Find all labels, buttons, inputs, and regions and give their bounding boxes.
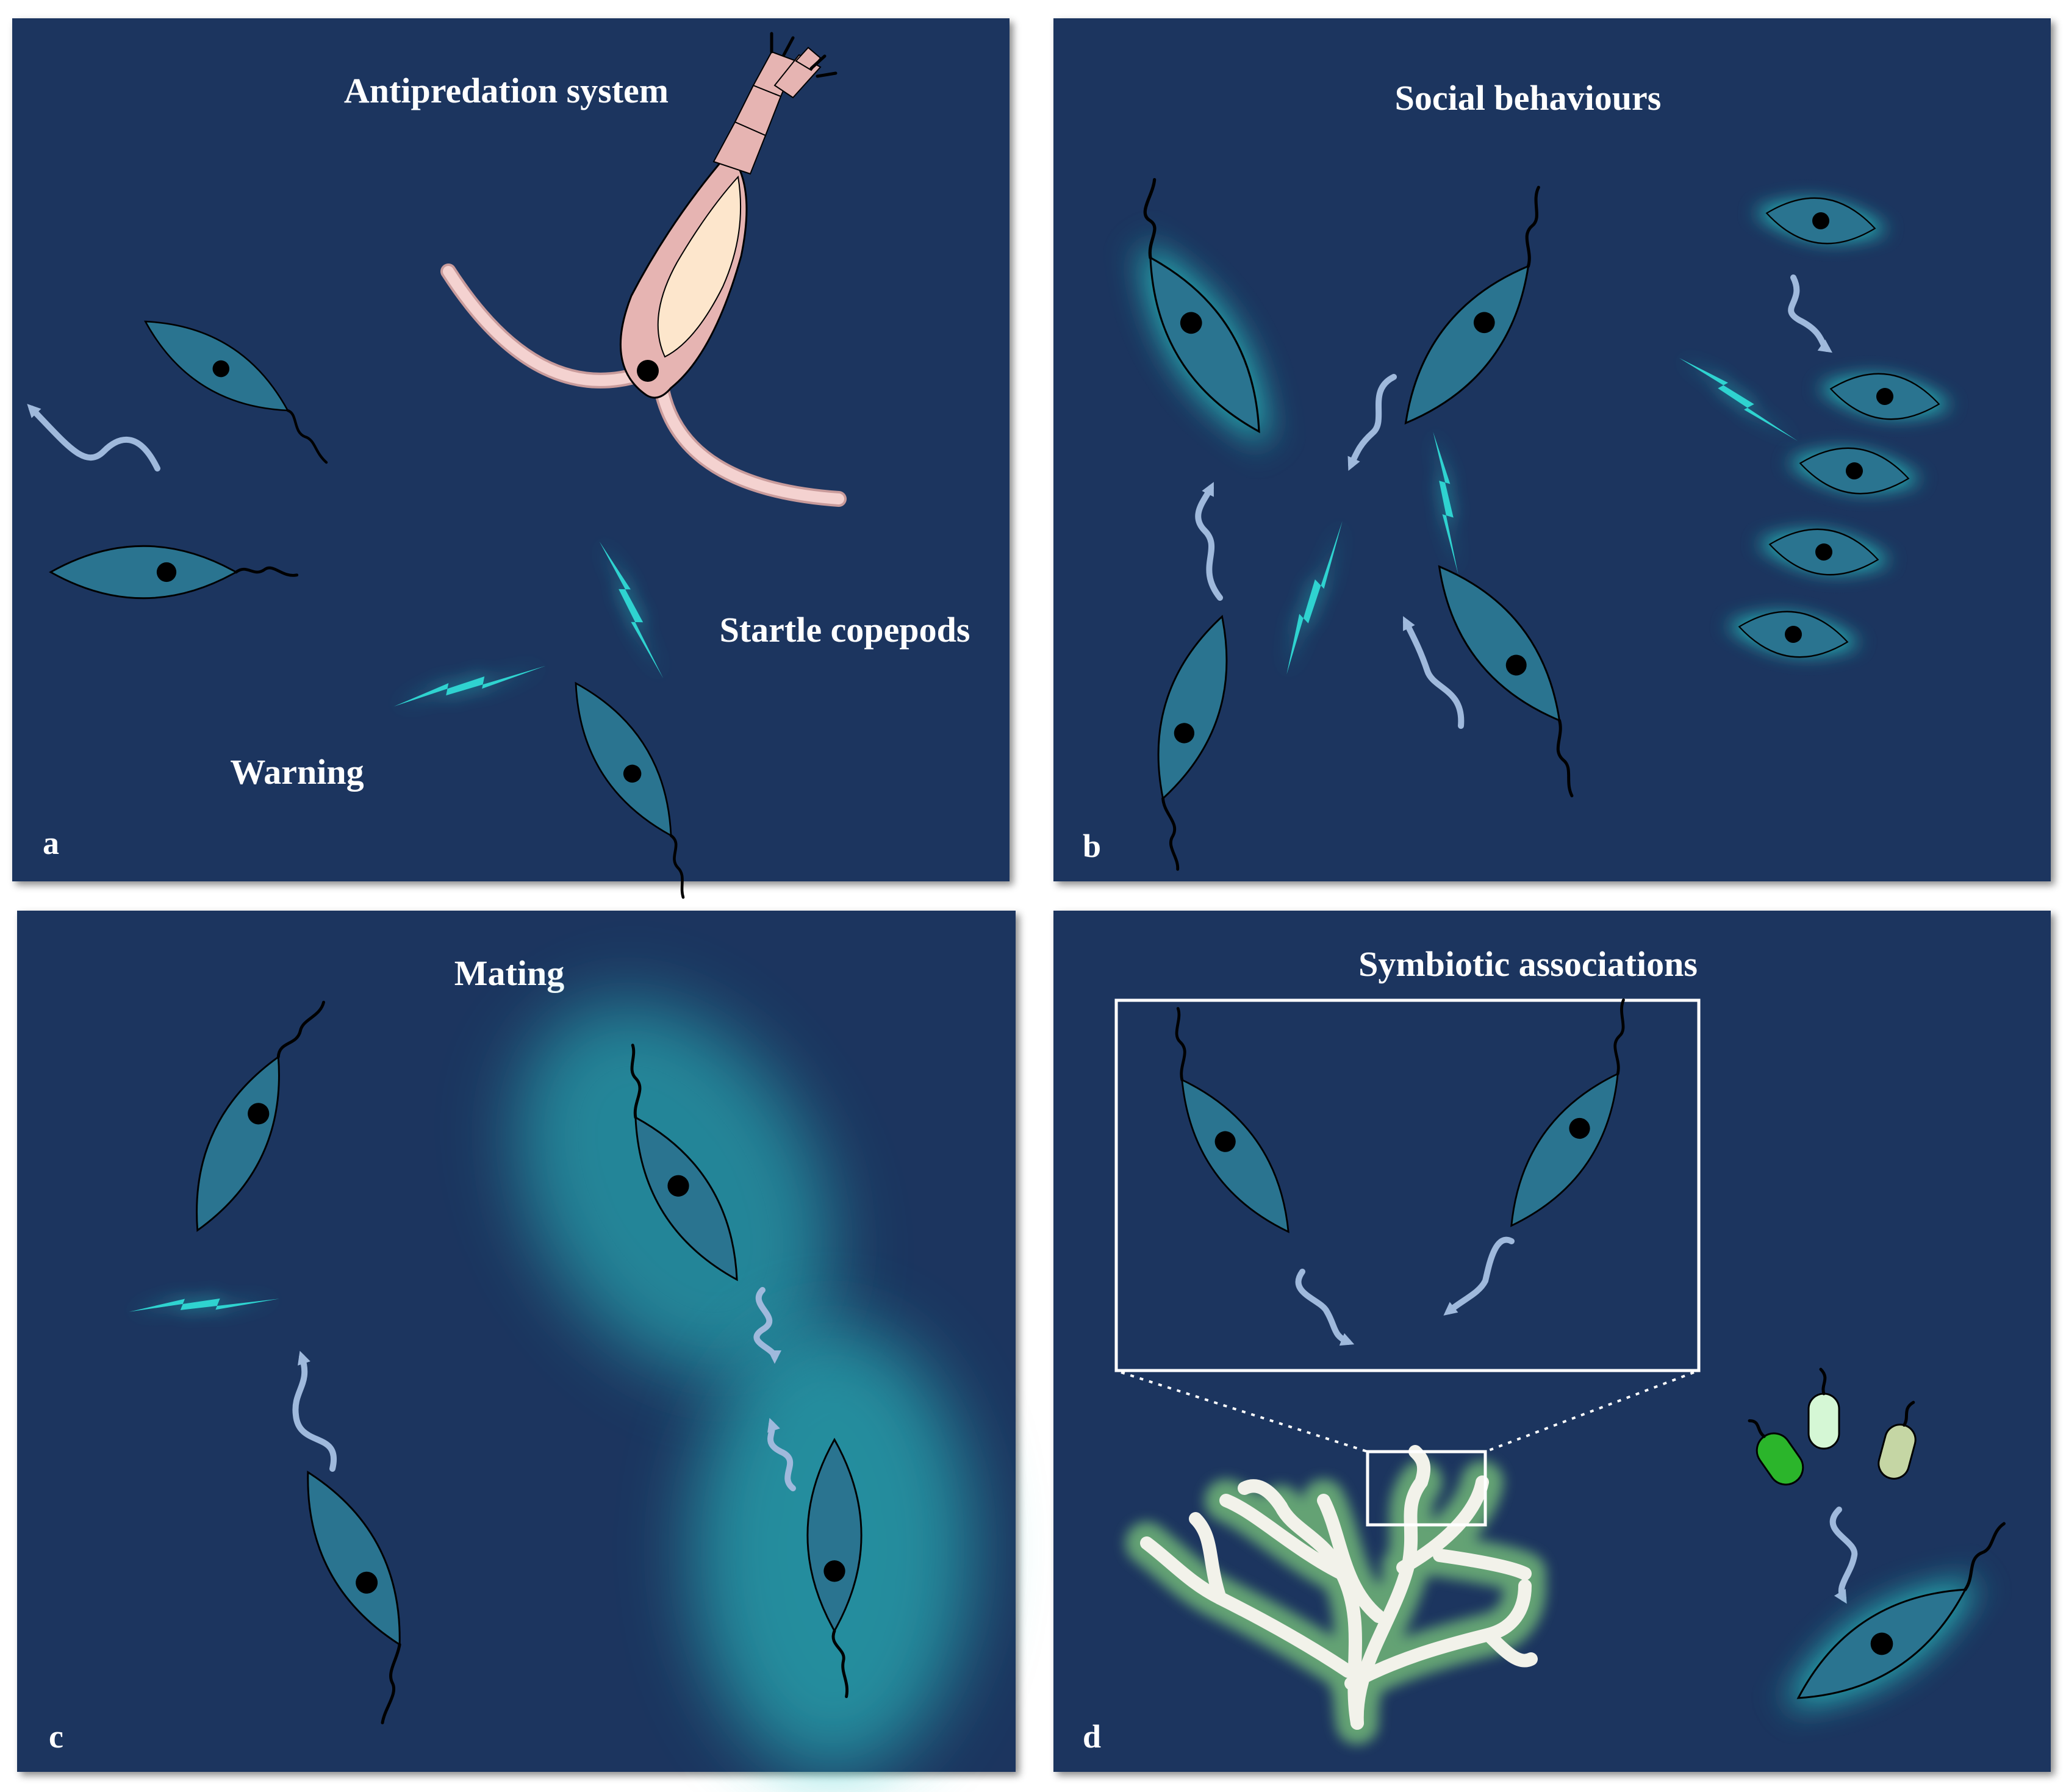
zoom-connector-right (1485, 1371, 1695, 1453)
copepod-icon (440, 32, 847, 507)
warning-label: Warning (230, 752, 364, 792)
dinoflagellate-cell-icon (1110, 177, 1299, 467)
dinoflagellate-cell-icon (806, 1438, 863, 1699)
bacteria-icon (1748, 1419, 1804, 1486)
dinoflagellate-cell-icon (1764, 1522, 2006, 1737)
panel-b-background (1053, 18, 2051, 881)
dinoflagellate-cell-icon (1489, 998, 1640, 1242)
dinoflagellate-cell-icon (1136, 607, 1249, 871)
dinoflagellate-cell-icon (553, 668, 694, 899)
wavy-arrow-icon (1295, 1269, 1355, 1346)
wavy-arrow-icon (1788, 274, 1833, 353)
dinoflagellate-cell-icon (282, 1458, 425, 1724)
panel-d-title: Symbiotic associations (1358, 944, 1698, 984)
dinoflagellate-cell-icon (1160, 1006, 1311, 1248)
dinoflagellate-cell-icon (1813, 366, 1956, 427)
panel-a-label: a (43, 825, 59, 861)
dinoflagellate-cell-icon (1382, 185, 1552, 442)
wavy-arrow-icon (753, 1287, 781, 1364)
bacteria-icon (1878, 1400, 1917, 1480)
panel-d: Symbiotic associations (1053, 911, 2051, 1772)
panel-a-title: Antipredation system (344, 71, 669, 110)
wavy-arrow-icon (1443, 1236, 1515, 1316)
panel-a-background (12, 18, 1010, 881)
wavy-arrow-icon (27, 404, 160, 471)
panel-b-title: Social behaviours (1395, 78, 1662, 118)
glowing-cell-cluster (1722, 190, 1956, 665)
panel-c: Mating (17, 911, 1016, 1775)
wavy-arrow-icon (1195, 482, 1223, 601)
wavy-arrow-icon (1829, 1507, 1858, 1604)
startle-copepods-label: Startle copepods (720, 610, 970, 650)
dinoflagellate-cell-icon (49, 545, 299, 600)
panel-b: Social behaviours (1053, 18, 2051, 881)
wavy-arrow-icon (767, 1417, 796, 1491)
dinoflagellate-cell-icon (1749, 190, 1892, 251)
panel-a: Antipredation system (12, 18, 1010, 899)
dinoflagellate-cell-icon (1416, 548, 1582, 798)
zoom-connector-left (1121, 1371, 1368, 1453)
dinoflagellate-cell-icon (612, 1044, 761, 1295)
panel-b-label: b (1083, 828, 1101, 864)
panel-c-label: c (49, 1718, 63, 1755)
wavy-arrow-icon (1403, 616, 1465, 729)
dinoflagellate-cell-icon (1783, 440, 1926, 501)
panel-d-label: d (1083, 1718, 1101, 1755)
dinoflagellate-cell-icon (172, 1000, 325, 1243)
dinoflagellate-cell-icon (132, 300, 328, 464)
panel-c-title: Mating (454, 953, 564, 993)
bacteria-icon (1807, 1367, 1840, 1450)
dinoflagellate-cell-icon (1752, 521, 1895, 582)
coral-icon (1125, 1445, 1546, 1744)
wavy-arrow-icon (292, 1350, 337, 1472)
dinoflagellate-cell-icon (1722, 604, 1865, 665)
zoom-box-icon (1366, 1450, 1487, 1527)
magnified-view-frame (1114, 998, 1701, 1372)
wavy-arrow-icon (1347, 374, 1397, 471)
